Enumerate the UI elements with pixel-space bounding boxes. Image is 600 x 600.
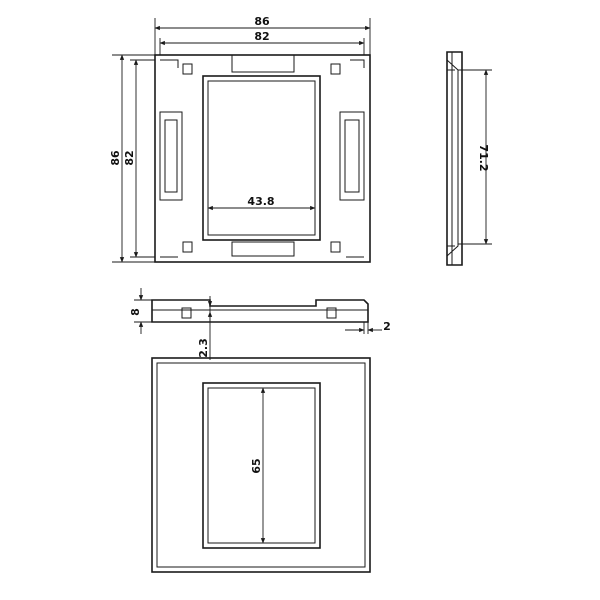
front-clip-br xyxy=(330,241,341,253)
front-opening-inner xyxy=(207,80,316,236)
dim-back-opening-height: 65 xyxy=(250,458,263,473)
dim-outer-height: 86 xyxy=(109,150,122,166)
front-opening xyxy=(202,75,321,241)
front-outer-frame xyxy=(154,54,371,263)
side-profile xyxy=(446,51,463,266)
dim-inner-width: 82 xyxy=(254,30,269,43)
front-right-slot-inner xyxy=(344,119,360,193)
front-clip-tl xyxy=(182,63,193,75)
side-profile-inner xyxy=(446,52,459,265)
front-left-slot-inner xyxy=(164,119,178,193)
side-profile-ribs xyxy=(447,69,455,247)
front-view: 86 82 86 82 43.8 xyxy=(109,15,371,263)
dim-thickness: 8 xyxy=(129,308,142,316)
section-view: 8 2.3 2 xyxy=(129,288,391,360)
front-left-slot xyxy=(159,111,183,201)
section-clip-right xyxy=(326,307,337,319)
dim-inner-height: 82 xyxy=(123,150,136,165)
front-clip-tr xyxy=(330,63,341,75)
dim-lip: 2 xyxy=(383,320,391,333)
front-bottom-slot xyxy=(231,241,295,257)
back-inner-frame xyxy=(156,362,366,568)
back-opening xyxy=(202,382,321,549)
front-clip-bl xyxy=(182,241,193,253)
front-top-slot xyxy=(231,54,295,73)
back-view: 65 xyxy=(151,357,371,573)
front-corner-details xyxy=(160,59,365,258)
dim-side-height: 71.2 xyxy=(477,144,490,171)
front-right-slot xyxy=(339,111,365,201)
side-view: 71.2 xyxy=(446,51,492,266)
dim-offset: 2.3 xyxy=(197,338,210,358)
section-clip-left xyxy=(181,307,192,319)
dim-opening-width: 43.8 xyxy=(247,195,274,208)
back-outer-frame xyxy=(151,357,371,573)
dim-outer-width: 86 xyxy=(254,15,270,28)
